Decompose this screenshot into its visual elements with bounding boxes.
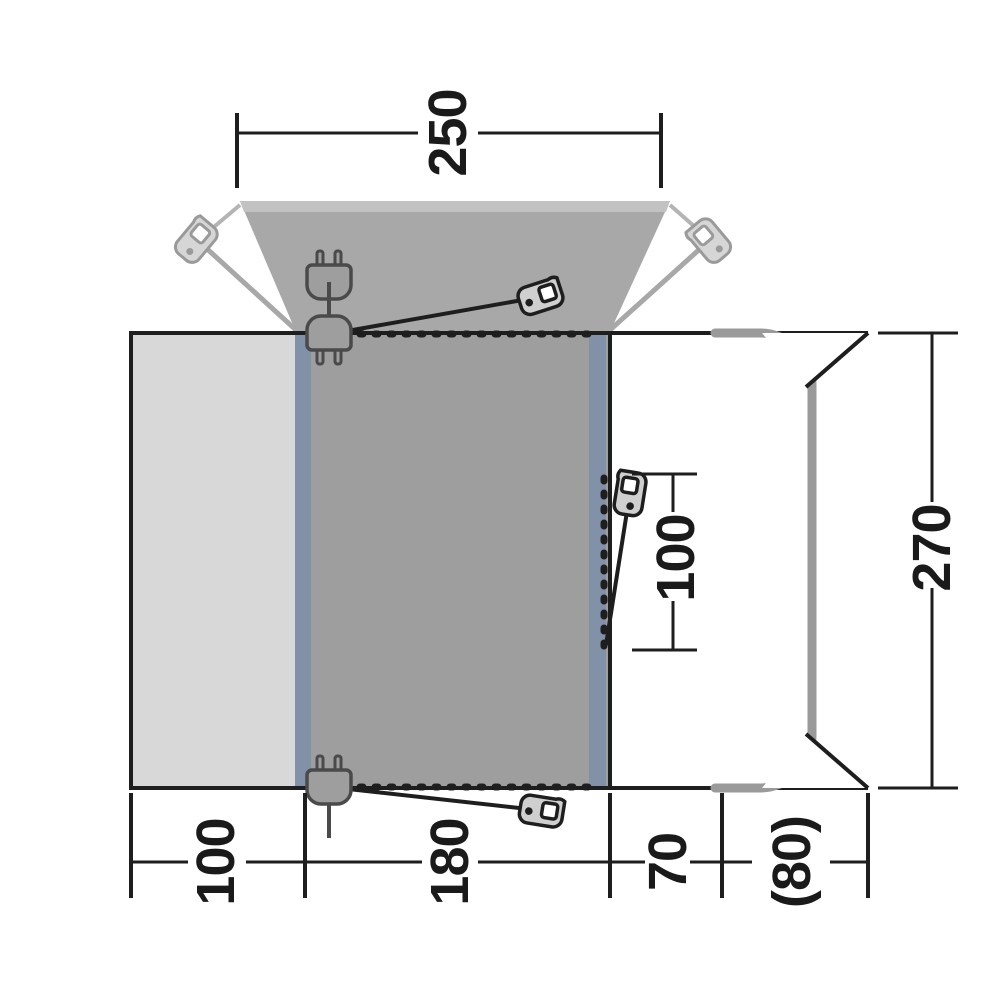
dimension-bottom-3-label: (80) (762, 816, 822, 908)
dimension-270-label: 270 (902, 504, 962, 591)
dimension-270: 270 (878, 331, 962, 790)
guyline-top-dark (329, 274, 567, 336)
guyline-bottom-dark (329, 785, 567, 831)
awning-main-body (129, 331, 612, 790)
dimension-chain-bottom: 100 180 70 (80) (129, 793, 870, 908)
left-extension-panel (131, 333, 296, 788)
main-panel (296, 333, 610, 788)
dimension-250-label: 250 (418, 89, 478, 176)
dimension-100-inner: 100 (632, 472, 706, 652)
air-beam-left (295, 333, 311, 788)
dimension-bottom-1-label: 180 (420, 818, 480, 905)
guyline-side-dark (604, 468, 650, 646)
guyline-peg-top-left (169, 213, 223, 268)
air-beam-right (589, 333, 606, 788)
dimension-bottom-0-label: 100 (186, 818, 246, 905)
body-outline (129, 331, 612, 790)
dimension-250: 250 (235, 89, 663, 188)
dimension-100-inner-label: 100 (646, 514, 706, 601)
zip-dotted-lines (326, 330, 608, 791)
vehicle-outline (710, 328, 870, 793)
power-plug-icon-bottom (305, 754, 353, 840)
dimension-bottom-2-label: 70 (638, 833, 698, 891)
